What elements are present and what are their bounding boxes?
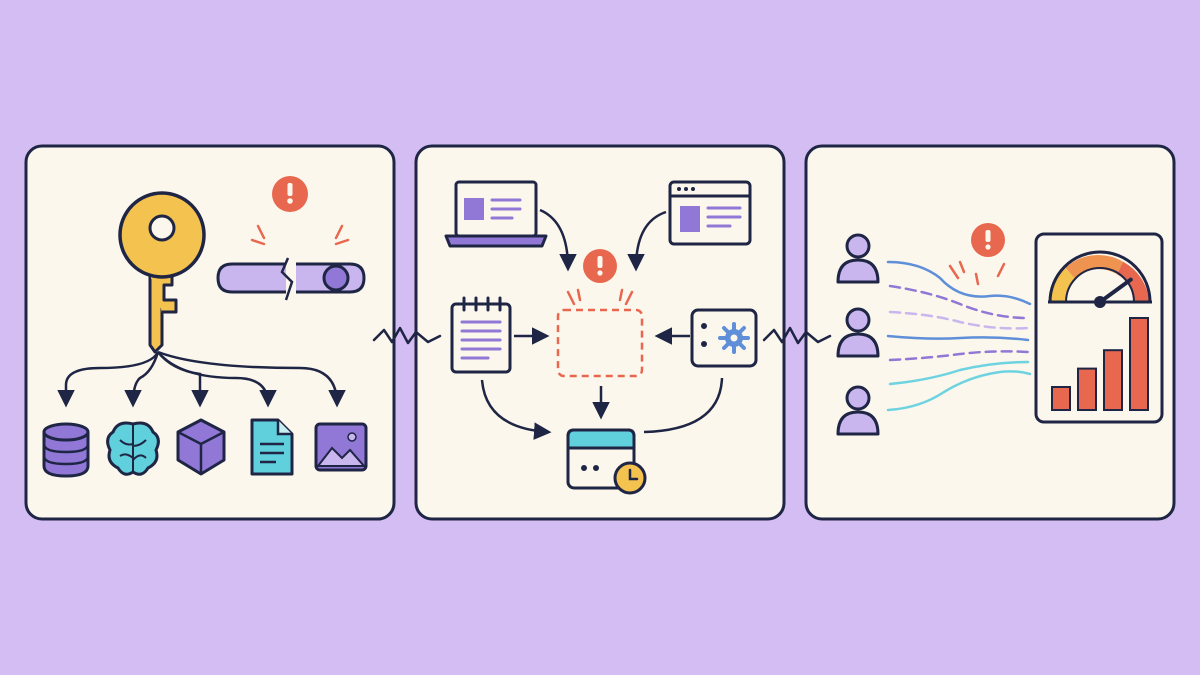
brain-icon xyxy=(106,421,160,476)
scheduled-task-icon xyxy=(566,428,647,495)
laptop-icon xyxy=(444,180,548,248)
cube-icon xyxy=(176,418,226,476)
alert-sparks xyxy=(250,224,350,246)
alert-icon xyxy=(583,249,617,283)
alert-sparks xyxy=(948,260,1006,286)
workflow-arrows xyxy=(480,208,724,440)
user-icon xyxy=(836,307,880,358)
bar-chart-icon xyxy=(1051,317,1149,412)
dashboard-icon xyxy=(1034,232,1164,424)
bar-1 xyxy=(1051,386,1071,411)
database-icon xyxy=(42,422,90,478)
document-icon xyxy=(250,418,294,476)
missing-step-box xyxy=(556,308,644,378)
broken-toggle-icon xyxy=(216,257,366,301)
browser-window-icon xyxy=(668,180,752,246)
bar-3 xyxy=(1103,349,1123,412)
zigzag-connector xyxy=(762,326,832,345)
alert-icon xyxy=(272,176,308,212)
alert-icon xyxy=(971,223,1005,257)
user-icon xyxy=(836,385,880,436)
clock-icon xyxy=(613,461,647,495)
gear-icon xyxy=(718,322,750,354)
notepad-icon xyxy=(450,296,512,374)
bar-4 xyxy=(1129,317,1149,411)
zigzag-connector xyxy=(372,326,442,345)
gauge-icon xyxy=(1048,250,1152,308)
settings-module-icon xyxy=(690,308,758,368)
alert-sparks xyxy=(566,288,634,306)
user-icon xyxy=(836,233,880,284)
image-icon xyxy=(314,422,368,472)
traffic-waves xyxy=(886,260,1032,412)
bar-2 xyxy=(1077,367,1097,412)
key-icon xyxy=(118,191,206,354)
key-branches xyxy=(57,350,346,408)
